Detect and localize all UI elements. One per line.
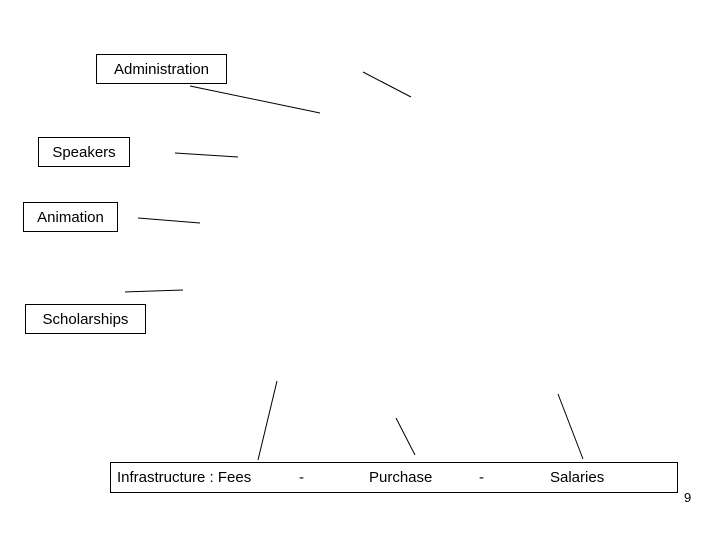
bar-separator-dash-1: - (299, 469, 304, 486)
connector-scholarships (124, 289, 184, 293)
bar-cell-purchase: Purchase (369, 469, 433, 486)
bottom-bar-infrastructure[interactable]: Infrastructure : Fees - Purchase - Salar… (110, 462, 678, 493)
node-label-administration: Administration (113, 60, 210, 78)
connector-bar-salaries (557, 393, 584, 460)
bar-cell-salaries: Salaries (550, 469, 605, 486)
node-box-administration[interactable]: Administration (96, 54, 227, 84)
connector-bar-purchase (395, 417, 416, 456)
node-label-speakers: Speakers (52, 143, 116, 161)
connector-administration-long (189, 85, 321, 114)
node-label-animation: Animation (37, 208, 104, 226)
node-box-scholarships[interactable]: Scholarships (25, 304, 146, 334)
connector-upper-right-stub (362, 71, 412, 98)
page-number: 9 (684, 490, 692, 505)
bar-cell-infrastructure-fees: Infrastructure : Fees (117, 469, 252, 486)
node-box-animation[interactable]: Animation (23, 202, 118, 232)
bar-separator-dash-2: - (479, 469, 484, 486)
node-box-speakers[interactable]: Speakers (38, 137, 130, 167)
connector-animation (137, 217, 201, 224)
connector-bar-fees (257, 380, 278, 461)
connector-speakers (174, 152, 239, 158)
node-label-scholarships: Scholarships (42, 310, 129, 328)
